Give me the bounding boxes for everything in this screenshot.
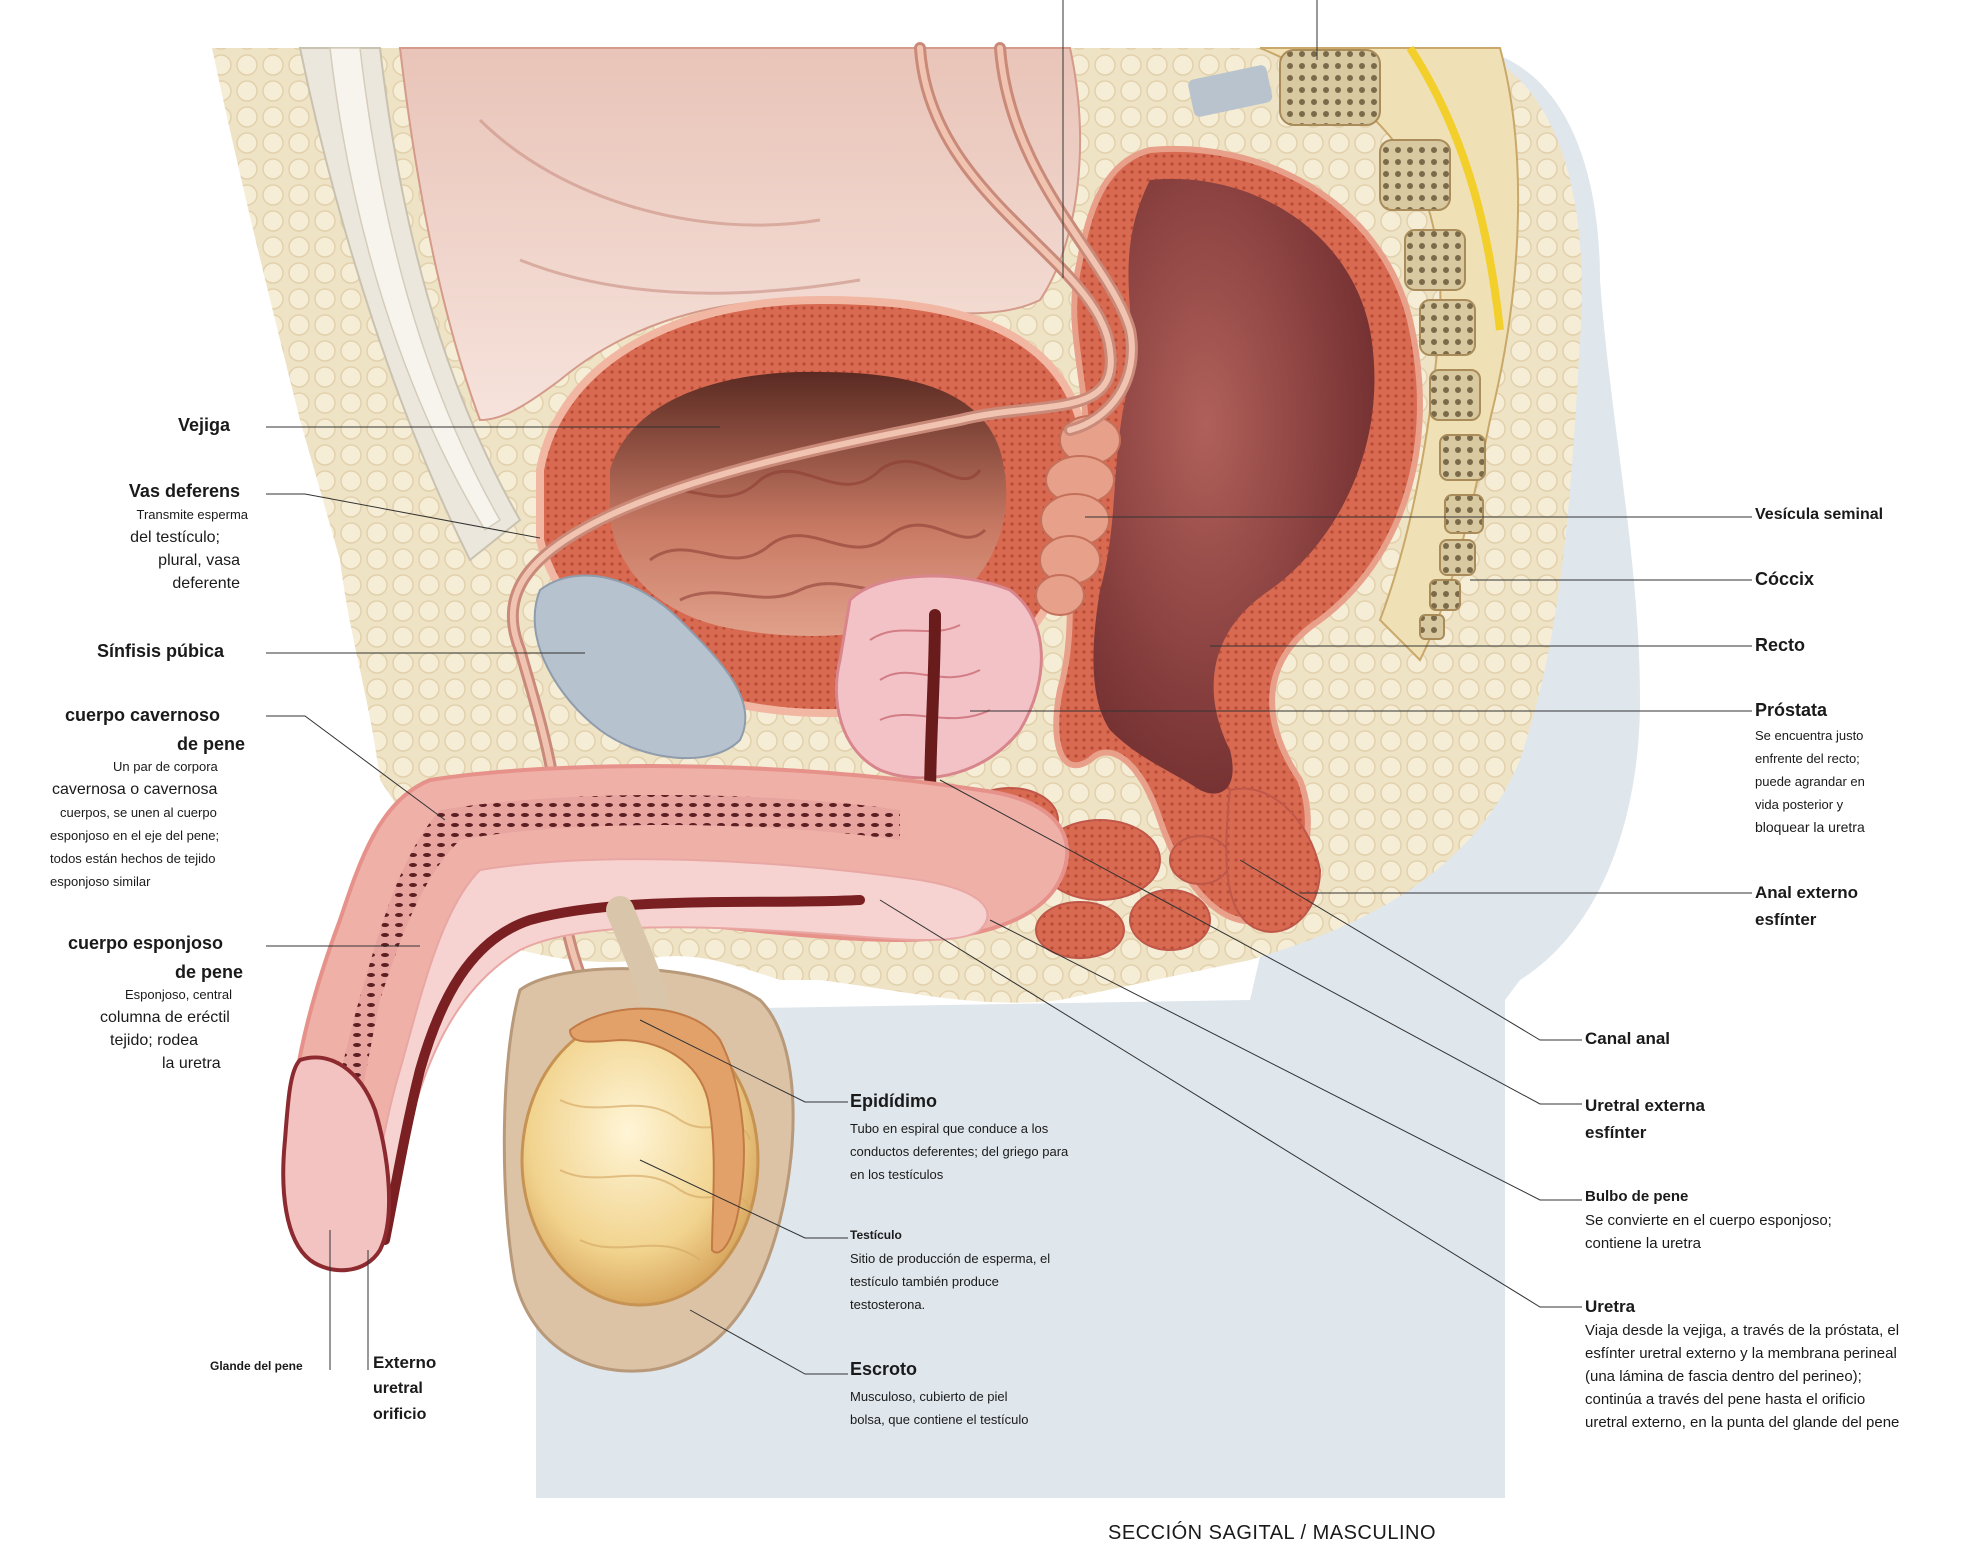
uretra-line-1: Viaja desde la vejiga, a través de la pr… [1585,1322,1900,1340]
label-vejiga-title: Vejiga [177,415,230,435]
label-canal-anal: Canal anal [1585,1028,1670,1049]
recto-title: Recto [1755,635,1806,655]
label-coccix: Cóccix [1755,568,1814,591]
uretral-externa-line-1: Uretral externa [1585,1096,1706,1115]
escroto-line-2: bolsa, que contiene el testículo [850,1411,1029,1427]
seminal-vesicle [1035,415,1121,616]
prostata-line-1: Se encuentra justo [1755,727,1864,743]
bulbo-title: Bulbo de pene [1585,1188,1689,1205]
figure-caption: SECCIÓN SAGITAL / MASCULINO [1108,1522,1437,1544]
label-vas-deferens: Vas deferens Transmite esperma del testí… [80,480,248,595]
label-uretra: Uretra Viaja desde la vejiga, a través d… [1585,1296,1899,1434]
prostata-line-5: bloquear la uretra [1755,818,1865,835]
bulbo-line-1: Se convierte en el cuerpo esponjoso; [1585,1211,1832,1229]
uretra-line-2: esfínter uretral externo y la membrana p… [1585,1345,1897,1363]
glans-penis [281,1055,392,1273]
corpus-cavernosum [330,795,900,1140]
canal-anal-title: Canal anal [1585,1029,1671,1048]
cavernoso-line-4: esponjoso en el eje del pene; [50,828,220,843]
testiculo-line-3: testosterona. [850,1297,926,1312]
externo-line-3: orificio [373,1406,427,1423]
uretra-line-3: (una lámina de fascia dentro del perineo… [1585,1368,1862,1386]
epididymis [568,1007,745,1254]
anal-sphincter [1225,787,1322,933]
label-esponjoso: cuerpo esponjoso de pene Esponjoso, cent… [68,932,243,1075]
cavernoso-title-2: de pene [176,733,245,754]
label-glande: Glande del pene [210,1356,303,1376]
label-vesicula: Vesícula seminal [1755,505,1883,525]
epididimo-line-2: conductos deferentes; del griego para [850,1143,1069,1159]
epididimo-line-3: en los testículos [850,1166,944,1182]
esponjoso-line-3: tejido; rodea [110,1032,199,1049]
pubic-symphysis [533,574,747,760]
label-anal-externo: Anal externo esfínter [1755,879,1858,933]
cavernoso-line-2: cavernosa o cavernosa [52,781,218,798]
label-prostata: Próstata Se encuentra justo enfrente del… [1755,699,1865,839]
esponjoso-line-1: Esponjoso, central [125,987,232,1002]
label-uretral-externa: Uretral externa esfínter [1585,1092,1705,1146]
testiculo-line-2: testículo también produce [850,1274,999,1289]
anal-externo-line-2: esfínter [1755,910,1817,929]
externo-line-1: Externo [373,1353,437,1372]
label-testiculo: Testículo Sitio de producción de esperma… [850,1228,1050,1316]
esponjoso-line-2: columna de eréctil [100,1009,230,1026]
cavernoso-line-5: todos están hechos de tejido [50,851,216,866]
penile-urethra [380,895,865,1245]
label-bulbo: Bulbo de pene Se convierte en el cuerpo … [1585,1188,1832,1255]
anal-externo-line-1: Anal externo [1755,883,1858,902]
prostata-title: Próstata [1755,700,1828,720]
cavernoso-line-1: Un par de corpora [113,759,218,774]
uretra-line-5: uretral externo, en la punta del glande … [1585,1414,1900,1432]
vertebrae [1279,49,1486,640]
label-escroto: Escroto Musculoso, cubierto de piel bols… [850,1358,1029,1431]
vas-deferens-line-4: deferente [172,574,240,592]
vas-deferens-line-1: Transmite esperma [136,506,249,522]
epididimo-title: Epidídimo [850,1091,937,1111]
bulbo-line-2: contiene la uretra [1585,1234,1701,1252]
vas-deferens-line-2: del testículo; [130,528,220,546]
leader-lines [266,0,1752,1375]
label-sinfisis-title: Sínfisis púbica [97,641,225,661]
coccix-title: Cóccix [1755,569,1815,589]
cavernoso-line-6: esponjoso similar [50,874,151,889]
label-recto: Recto [1755,634,1805,657]
epididimo-line-1: Tubo en espiral que conduce a los [850,1120,1049,1136]
vesicula-title: Vesícula seminal [1755,506,1884,523]
esponjoso-title-2: de pene [174,961,243,982]
abdominal-cavity [398,47,1081,422]
escroto-line-1: Musculoso, cubierto de piel [850,1388,1008,1404]
label-cavernoso: cuerpo cavernoso de pene Un par de corpo… [50,704,245,893]
cavernoso-line-3: cuerpos, se unen al cuerpo [60,805,217,820]
label-epididimo: Epidídimo Tubo en espiral que conduce a … [850,1090,1068,1186]
uretra-line-4: continúa a través del pene hasta el orif… [1585,1391,1866,1409]
externo-line-2: uretral [373,1380,423,1397]
prostata-line-3: puede agrandar en [1755,773,1865,789]
testiculo-line-1: Sitio de producción de esperma, el [850,1251,1051,1266]
label-sinfisis: Sínfisis púbica [97,640,224,663]
label-glande-title: Glande del pene [210,1359,303,1373]
prostata-line-4: vida posterior y [1755,796,1844,812]
prostata-line-2: enfrente del recto; [1755,750,1860,766]
escroto-title: Escroto [850,1359,918,1379]
vas-deferens-line-3: plural, vasa [158,551,240,569]
label-vas-deferens-title: Vas deferens [128,481,240,501]
uretral-externa-line-2: esfínter [1585,1123,1647,1142]
uretra-title: Uretra [1585,1297,1636,1316]
label-vejiga: Vejiga [130,414,230,437]
rectum-lumen [1093,178,1375,794]
disc [1188,65,1273,117]
esponjoso-title-1: cuerpo esponjoso [68,933,224,953]
esponjoso-line-4: la uretra [162,1055,221,1072]
cavernoso-title-1: cuerpo cavernoso [65,705,221,725]
body-silhouette [536,48,1640,1498]
testiculo-title: Testículo [850,1228,902,1242]
bladder-lumen [610,371,1007,636]
corpus-spongiosum [368,858,989,1231]
label-externo: Externo uretral orificio [373,1350,436,1428]
